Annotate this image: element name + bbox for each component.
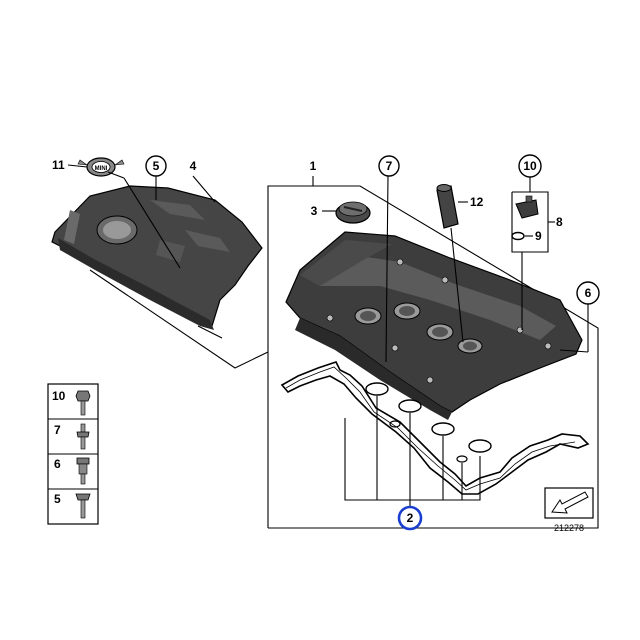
callout-5-circle [145,155,167,177]
spacer-bolt-icon [76,457,90,485]
leader-line-6b [559,349,589,353]
oil-filler-cap-part[interactable] [335,201,371,224]
callout-1: 1 [310,159,317,173]
callout-2: 2 [407,511,414,525]
reference-number: 212278 [554,523,584,533]
callout-6: 6 [585,286,592,300]
valve-cover-gasket-part[interactable] [280,361,590,495]
callout-2-circle[interactable] [397,505,423,531]
valve-cover-part[interactable] [285,231,583,420]
callout-10: 10 [523,159,537,173]
callout-4: 4 [190,159,197,173]
view-direction-box [544,487,594,519]
view-arrow-icon [551,491,589,514]
callout-5: 5 [153,159,160,173]
callout-7-circle [378,155,400,177]
legend-label-5: 5 [54,492,61,506]
assembly-box-outline [267,185,599,529]
gasket-o-ring-5-part[interactable] [468,439,492,453]
callout-9: 9 [535,229,542,243]
gasket-o-ring-1-part[interactable] [365,382,389,396]
leader-line-11b [107,171,125,179]
gasket-o-ring-2-part[interactable] [398,399,422,413]
engine-cover-part[interactable] [51,185,263,330]
callout-7: 7 [386,159,393,173]
leader-line-7 [385,175,389,363]
fastener-legend: 10 7 6 5 [47,383,99,525]
callout-12: 12 [470,195,484,209]
legend-label-6: 6 [54,457,61,471]
gasket-o-ring-6-part[interactable] [456,455,468,463]
callout-11: 11 [52,158,65,172]
sensor-group-bracket [511,191,549,253]
leader-line-12b [450,227,464,343]
callout-10-circle [518,154,542,178]
sensor-o-ring-part[interactable] [511,231,525,241]
emblem-badge-text: MINI [95,166,108,172]
callout-3: 3 [311,204,318,218]
stud-bolt-icon [76,423,90,450]
gasket-o-ring-4-part[interactable] [431,422,455,436]
legend-label-7: 7 [54,423,61,437]
callout-6-circle [576,281,600,305]
sensor-plug-part[interactable] [436,184,459,229]
legend-label-10: 10 [52,389,66,403]
hex-bolt-icon [75,390,91,416]
cover-leader-line-2 [197,325,223,339]
emblem-badge-part[interactable]: MINI [77,157,125,177]
leader-line-4b [123,177,181,269]
leader-line-2 [344,418,481,501]
leader-line-4 [192,175,216,203]
gasket-o-ring-3-part[interactable] [389,420,401,428]
collar-screw-icon [75,493,91,519]
cover-leader-line [89,269,269,369]
callout-8: 8 [556,215,563,229]
camshaft-sensor-part[interactable] [515,195,539,219]
leader-line-11 [67,164,88,168]
